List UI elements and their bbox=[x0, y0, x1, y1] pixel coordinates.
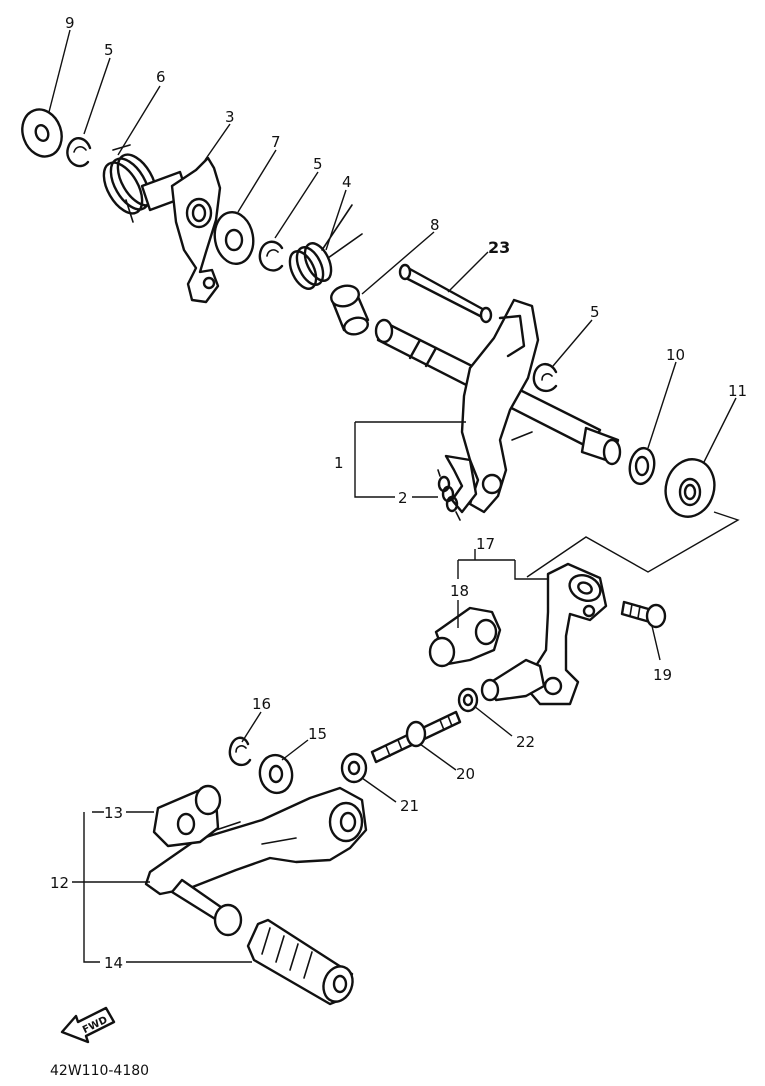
callout-9: 9 bbox=[65, 14, 75, 32]
part-17-shift-arm bbox=[526, 562, 608, 706]
part-2-spring bbox=[437, 469, 461, 521]
part-10-washer bbox=[628, 446, 656, 486]
callout-5-b: 5 bbox=[313, 155, 323, 173]
part-21-nut bbox=[340, 752, 368, 784]
part-7-washer bbox=[213, 210, 255, 266]
callout-11: 11 bbox=[728, 382, 747, 400]
callout-17: 17 bbox=[476, 535, 495, 553]
callout-7: 7 bbox=[271, 133, 281, 151]
part-rod-end-right bbox=[480, 658, 546, 702]
callout-16: 16 bbox=[252, 695, 271, 713]
callout-4: 4 bbox=[342, 173, 352, 191]
part-12-shift-pedal bbox=[144, 786, 368, 937]
callout-2: 2 bbox=[398, 489, 408, 507]
part-13-rod-end bbox=[152, 784, 222, 848]
part-3-shift-arm bbox=[140, 156, 222, 304]
forward-arrow-icon: FWD bbox=[60, 1006, 116, 1044]
callout-5-c: 5 bbox=[590, 303, 600, 321]
part-1-shift-shaft-assembly bbox=[374, 298, 622, 514]
part-18-rod-end bbox=[428, 606, 502, 668]
part-5-circlip-b bbox=[258, 240, 284, 272]
part-23-pin bbox=[398, 263, 493, 324]
callout-10: 10 bbox=[666, 346, 685, 364]
part-14-pedal-rubber bbox=[246, 918, 354, 1006]
part-11-oil-seal bbox=[664, 458, 716, 518]
callout-22: 22 bbox=[516, 733, 535, 751]
part-15-washer bbox=[258, 753, 294, 795]
diagram-code: 42W110-4180 bbox=[50, 1063, 149, 1079]
callout-12: 12 bbox=[50, 874, 69, 892]
leader-lines bbox=[48, 29, 737, 963]
part-4-return-spring bbox=[288, 204, 363, 290]
part-20-shift-rod bbox=[370, 710, 462, 764]
callout-15: 15 bbox=[308, 725, 327, 743]
part-22-nut bbox=[457, 687, 479, 713]
callout-3: 3 bbox=[225, 108, 235, 126]
callout-23: 23 bbox=[488, 238, 510, 257]
callout-18: 18 bbox=[450, 582, 469, 600]
part-9-washer bbox=[21, 108, 63, 158]
callout-5-a: 5 bbox=[104, 41, 114, 59]
part-5-circlip-c bbox=[532, 363, 558, 393]
assembly-line bbox=[526, 511, 740, 578]
callout-6: 6 bbox=[156, 68, 166, 86]
callout-20: 20 bbox=[456, 765, 475, 783]
part-8-collar bbox=[330, 284, 370, 336]
callout-19: 19 bbox=[653, 666, 672, 684]
part-5-circlip-a bbox=[66, 137, 92, 168]
callout-1: 1 bbox=[334, 454, 344, 472]
callout-21: 21 bbox=[400, 797, 419, 815]
part-19-bolt bbox=[620, 600, 667, 629]
callout-13: 13 bbox=[104, 804, 123, 822]
part-16-circlip bbox=[228, 736, 252, 767]
callout-14: 14 bbox=[104, 954, 123, 972]
callout-8: 8 bbox=[430, 216, 440, 234]
